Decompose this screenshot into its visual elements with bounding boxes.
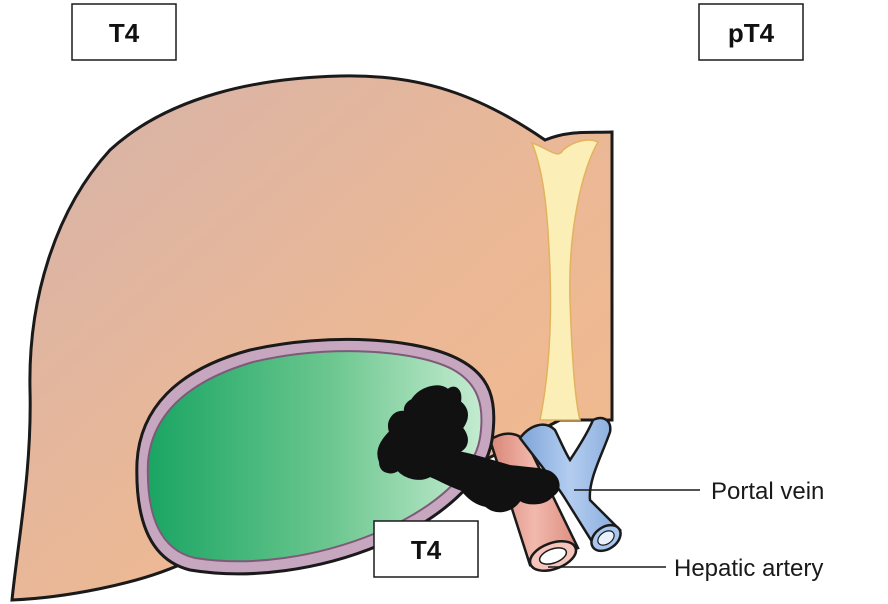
tumor-mass bbox=[377, 385, 560, 513]
gallbladder bbox=[146, 350, 483, 563]
portal-vein-label: Portal vein bbox=[711, 478, 824, 505]
stage-label-bottom: T4 bbox=[373, 520, 479, 578]
portal-vein bbox=[518, 416, 622, 550]
stage-label-top-right: pT4 bbox=[698, 3, 804, 61]
svg-text:T4: T4 bbox=[109, 18, 140, 48]
svg-text:pT4: pT4 bbox=[728, 18, 775, 48]
stage-label-top-left: T4 bbox=[71, 3, 177, 61]
hepatic-artery-label: Hepatic artery bbox=[674, 555, 823, 582]
falciform-ligament bbox=[530, 139, 600, 421]
svg-text:T4: T4 bbox=[411, 535, 442, 565]
